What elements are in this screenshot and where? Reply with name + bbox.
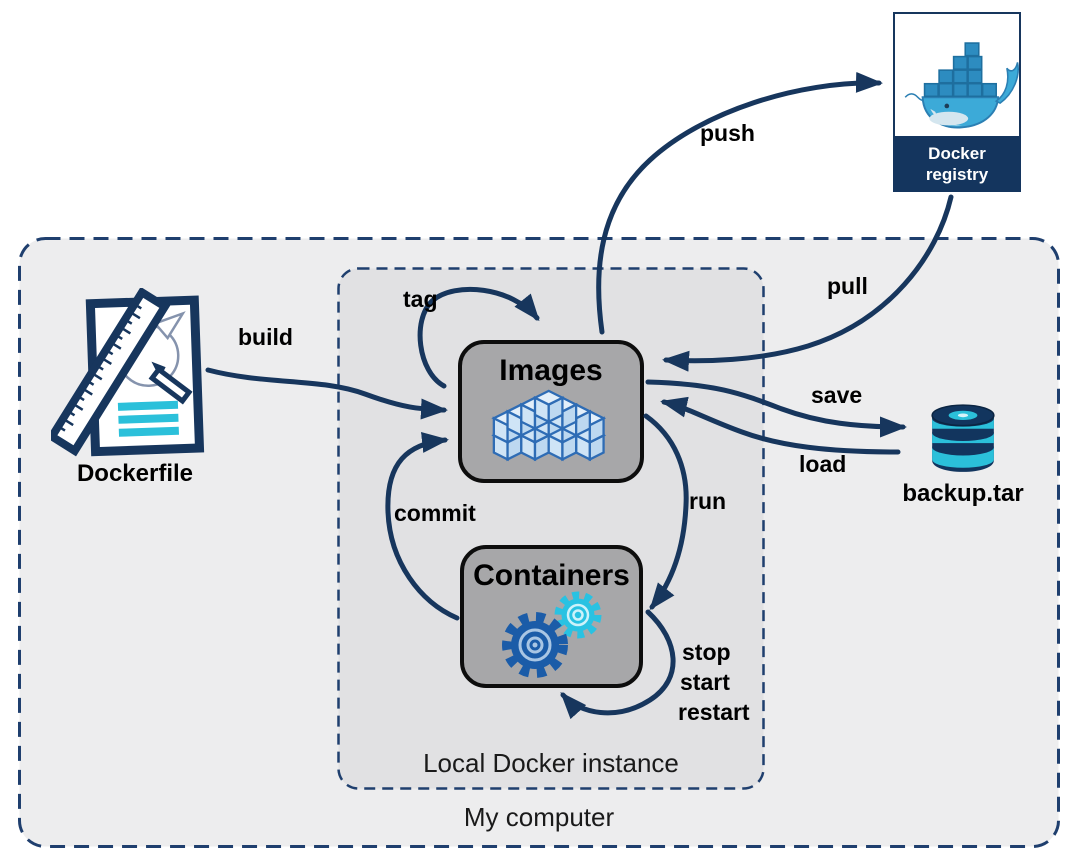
- load-label: load: [799, 451, 847, 477]
- commit-label: commit: [394, 500, 476, 526]
- stacked-cubes-icon: [492, 389, 605, 461]
- cyan-gear-icon: [554, 591, 601, 639]
- stop-label: stop: [682, 639, 731, 665]
- dockerfile-label: Dockerfile: [76, 460, 194, 487]
- restart-label: restart: [678, 699, 750, 725]
- registry-label: Docker registry: [925, 143, 989, 184]
- dockerfile-document-icon: [51, 288, 205, 457]
- ruler-icon: [51, 288, 171, 457]
- build-label: build: [238, 324, 293, 350]
- local-docker-instance-label: Local Docker instance: [423, 748, 679, 778]
- start-label: start: [680, 669, 730, 695]
- tag-label: tag: [403, 286, 438, 312]
- push-label: push: [700, 120, 755, 146]
- docker-registry-node: Docker registry: [893, 12, 1021, 192]
- gears-icon: [501, 591, 601, 678]
- pull-label: pull: [827, 273, 868, 299]
- dockerfile-node: Dockerfile: [50, 288, 220, 488]
- images-title: Images: [499, 354, 603, 387]
- containers-title: Containers: [473, 559, 630, 592]
- images-node: Images: [458, 340, 644, 483]
- my-computer-label: My computer: [463, 802, 615, 832]
- containers-node: Containers: [460, 545, 643, 688]
- backup-tar-node: backup.tar: [880, 402, 1046, 508]
- run-label: run: [689, 488, 727, 514]
- registry-label-bar: Docker registry: [893, 136, 1021, 192]
- database-icon: [931, 404, 995, 472]
- backup-tar-label: backup.tar: [902, 480, 1024, 507]
- blue-gear-icon: [501, 612, 568, 678]
- save-label: save: [811, 382, 863, 408]
- docker-whale-icon: [904, 42, 1019, 129]
